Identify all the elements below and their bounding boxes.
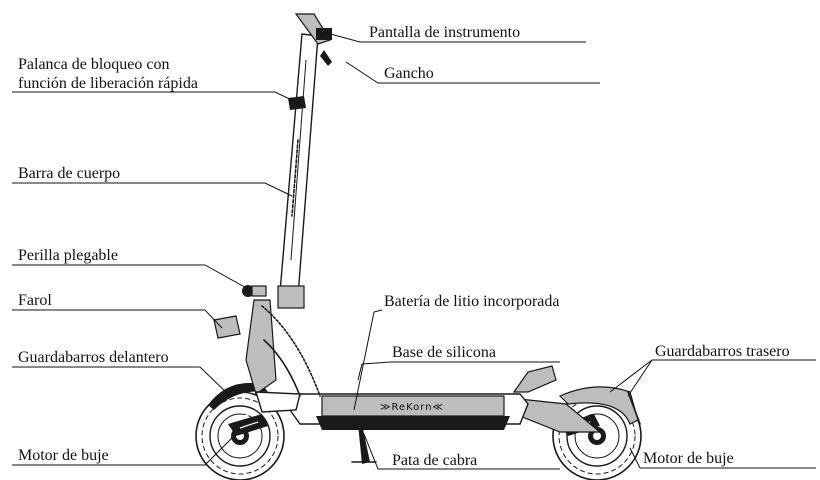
label-hub-motor-rear: Motor de buje [643,450,734,467]
label-headlight: Farol [18,292,52,309]
stem [277,33,319,309]
leader-lines [12,31,816,470]
rear-fender-shape [558,386,641,425]
scooter-illustration: ≫ReKorn≪ [195,13,642,480]
deck: ≫ReKorn≪ [289,393,529,430]
kickstand-shape [351,424,377,464]
label-lock-lever-line1: Palanca de bloqueo con [18,56,170,73]
front-fork [245,299,321,413]
rear-bracket [512,365,557,393]
handlebar [294,13,332,66]
label-kickstand: Pata de cabra [392,452,477,469]
labels: Pantalla de instrumento Palanca de bloqu… [18,24,790,469]
label-body-bar: Barra de cuerpo [18,165,120,182]
label-battery: Batería de litio incorporada [384,293,559,310]
headlight-shape [213,315,241,339]
label-rear-fender: Guardabarros trasero [655,343,790,360]
label-silicone-base: Base de silicona [392,344,496,361]
label-display: Pantalla de instrumento [369,24,520,41]
label-lock-lever-line2: función de liberación rápida [18,75,198,92]
label-front-fender: Guardabarros delantero [18,349,169,366]
folding-knob-shape [242,285,267,297]
deck-logo: ≫ReKorn≪ [380,402,444,413]
front-hub-motor [228,413,268,436]
label-hub-motor-front: Motor de buje [18,447,109,464]
label-hook: Gancho [384,65,434,82]
label-folding-knob: Perilla plegable [18,247,118,264]
front-fender-shape [208,382,268,410]
